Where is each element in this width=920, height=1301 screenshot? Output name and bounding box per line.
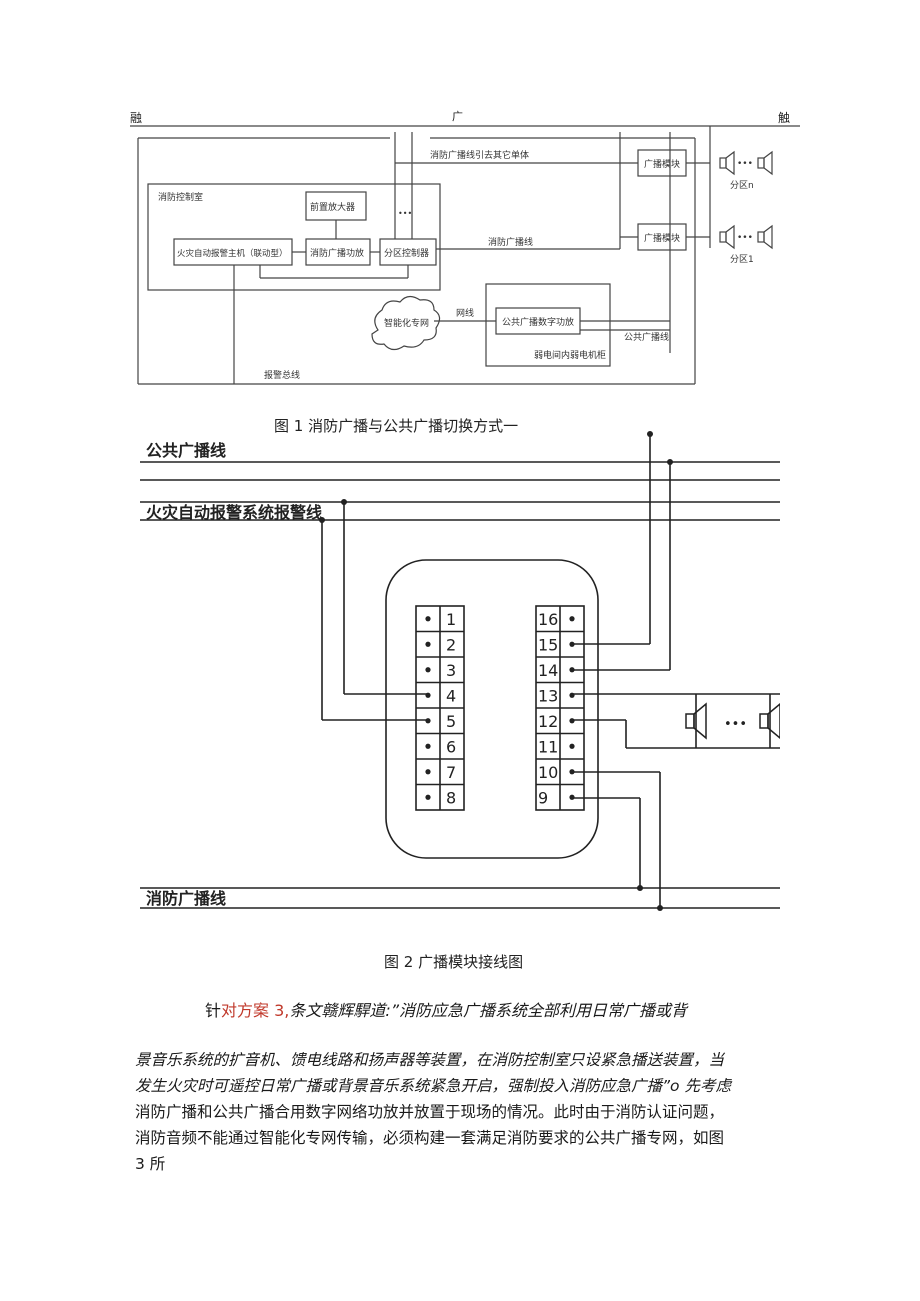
terminal-right-label-14: 14 (538, 661, 558, 680)
corner-mid-text: 广 (452, 110, 463, 123)
terminal-right-dot-16 (569, 616, 575, 622)
body-line-3: 消防广播和公共广播合用数字网络功放并放置于现场的情况。此时由于消防认证问题， (135, 1103, 725, 1121)
terminal-left-dot-6 (425, 743, 431, 749)
terminal-left-label-6: 6 (446, 737, 456, 756)
speaker-dots: ••• (724, 717, 747, 732)
body-line-4: 消防音频不能通过智能化专网传输，必须构建一套满足消防要求的公共广播专网，如图 (135, 1129, 725, 1147)
heading-part-c: 条文赣辉駻道:”消防应急广播系统全部利用日常广播或背 (289, 1001, 688, 1020)
speaker-icon-zone-n (719, 150, 773, 176)
body-line-2: 发生火灾时可遥控日常广播或背景音乐系统紧急开启，强制投入消防应急广播”o 先考虑 (135, 1077, 731, 1095)
speaker-icon-left (685, 702, 707, 740)
terminal-left-label-2: 2 (446, 635, 456, 654)
terminal-right-dot-11 (569, 743, 575, 749)
terminal-right-label-16: 16 (538, 610, 558, 629)
corner-right-text: 触 (778, 111, 790, 125)
module-bottom-label: 广播模块 (644, 232, 680, 244)
terminal-left-label-7: 7 (446, 763, 456, 782)
terminal-right-label-11: 11 (538, 737, 558, 756)
control-room-label: 消防控制室 (158, 191, 203, 203)
terminal-left-dot-8 (425, 794, 431, 800)
preamp-label: 前置放大器 (310, 201, 355, 213)
speaker-icon-right (759, 703, 780, 739)
heading-part-b: 对方案 3, (221, 1001, 290, 1020)
corner-left-text: 融 (130, 111, 142, 125)
alarm-bus-label: 报警总线 (264, 369, 300, 381)
public-line-label: 公共广播线 (624, 331, 669, 343)
terminal-left-dot-1 (425, 616, 431, 622)
figure-1-diagram: ••• ••• 融 广 触 消防广播线引去其它单体 消防控制室 前置放大器 火灾… (130, 110, 800, 385)
terminal-right-dot-10 (569, 769, 575, 775)
public-amp-label: 公共广播数字功放 (502, 316, 574, 328)
terminal-left-dot-5 (425, 718, 431, 724)
dots-between-speakers-n: ••• (737, 159, 753, 169)
terminal-right-label-12: 12 (538, 712, 558, 731)
terminal-right-label-10: 10 (538, 763, 558, 782)
terminal-right-dot-12 (569, 718, 575, 724)
alarm-line-label: 火灾自动报警系统报警线 (146, 503, 322, 522)
terminal-right-label-9: 9 (538, 788, 548, 807)
fire-line-label: 消防广播线 (488, 236, 533, 248)
speaker-icon-zone-1 (719, 224, 773, 250)
terminal-left-label-3: 3 (446, 661, 456, 680)
net-line-label: 网线 (456, 307, 474, 319)
dots-label: ••• (398, 209, 412, 218)
terminal-left-dot-3 (425, 667, 431, 673)
heading-part-a: 针 (205, 1001, 222, 1020)
terminal-left-dot-2 (425, 641, 431, 647)
zone-n-label: 分区n (730, 180, 754, 191)
zone-1-label: 分区1 (730, 254, 754, 265)
body-line-1: 景音乐系统的扩音机、馈电线路和扬声器等装置，在消防控制室只设紧急播送装置，当 (135, 1051, 725, 1069)
terminal-left-label-1: 1 (446, 610, 456, 629)
outgoing-line-label: 消防广播线引去其它单体 (430, 149, 529, 161)
module-top-label: 广播模块 (644, 158, 680, 170)
terminal-strip-left: 1 2 3 4 5 6 7 8 (416, 610, 464, 807)
terminal-left-dot-4 (425, 692, 431, 698)
heading-line: 针对方案 3,条文赣辉駻道:”消防应急广播系统全部利用日常广播或背 (205, 998, 687, 1024)
terminal-left-label-8: 8 (446, 788, 456, 807)
body-line-5: 3 所 (135, 1155, 166, 1173)
cabinet-label: 弱电间内弱电机柜 (534, 349, 606, 361)
terminal-right-label-13: 13 (538, 686, 558, 705)
smart-net-cloud (371, 295, 441, 351)
fire-line-label: 消防广播线 (146, 889, 226, 908)
fire-alarm-host-label: 火灾自动报警主机（联动型） (177, 248, 288, 259)
zone-controller-label: 分区控制器 (384, 247, 429, 259)
terminal-strip-right: 16 15 14 13 12 11 10 9 (536, 610, 584, 807)
figure-2-caption: 图 2 广播模块接线图 (384, 953, 524, 971)
dots-between-speakers-1: ••• (737, 233, 753, 243)
terminal-left-label-4: 4 (446, 686, 456, 705)
terminal-right-dot-15 (569, 641, 575, 647)
smart-net-label: 智能化专网 (384, 317, 429, 329)
terminal-left-label-5: 5 (446, 712, 456, 731)
figure-1-caption: 图 1 消防广播与公共广播切换方式一 (274, 417, 519, 435)
public-line-label: 公共广播线 (146, 441, 226, 460)
terminal-right-dot-13 (569, 692, 575, 698)
terminal-right-dot-9 (569, 794, 575, 800)
body-paragraph: 景音乐系统的扩音机、馈电线路和扬声器等装置，在消防控制室只设紧急播送装置，当 发… (135, 1047, 795, 1177)
fire-amp-label: 消防广播功放 (310, 247, 364, 259)
terminal-left-dot-7 (425, 769, 431, 775)
terminal-right-dot-14 (569, 667, 575, 673)
terminal-right-label-15: 15 (538, 635, 558, 654)
